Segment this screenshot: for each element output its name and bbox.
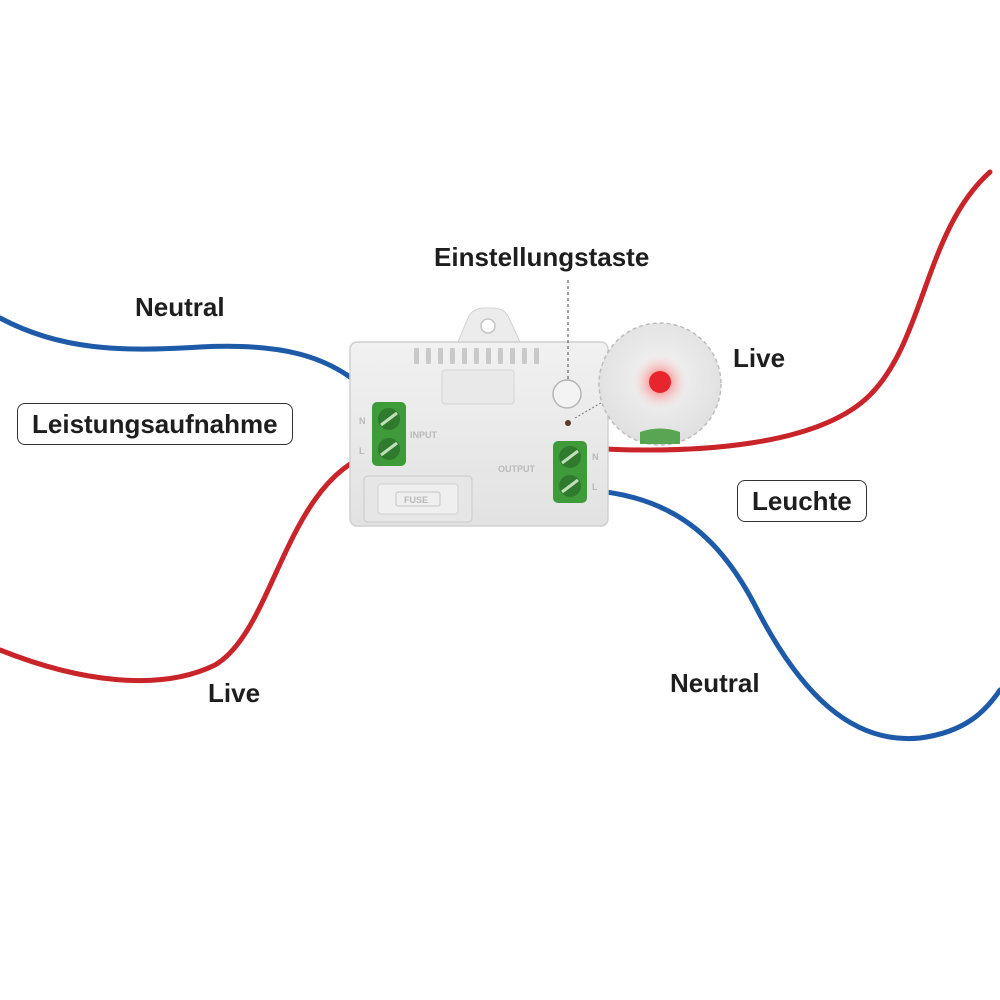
live-label-right: Live — [733, 343, 786, 373]
live-wire-left — [0, 449, 378, 684]
setting-button-label: Einstellungstaste — [434, 242, 650, 272]
live-wire-right — [582, 169, 993, 453]
output-l-mark: L — [592, 482, 598, 492]
led-indicator — [565, 420, 571, 426]
fuse-mark: FUSE — [404, 495, 428, 505]
neutral-wire-left — [0, 315, 371, 395]
neutral-wire-right — [582, 487, 1000, 742]
live-label-left: Live — [208, 678, 261, 708]
label-recess — [441, 369, 515, 405]
input-label: Leistungsaufnahme — [17, 403, 293, 445]
fuse-holder — [363, 475, 473, 523]
neutral-label-right: Neutral — [670, 668, 760, 698]
setting-button — [552, 379, 582, 409]
led-zoom-callout — [598, 322, 722, 446]
output-mark: OUTPUT — [498, 464, 536, 474]
lamp-label: Leuchte — [737, 480, 867, 522]
input-l-mark: L — [359, 446, 365, 456]
input-mark: INPUT — [410, 430, 438, 440]
mounting-hole — [480, 318, 496, 334]
output-terminal-block — [553, 441, 587, 503]
input-n-mark: N — [359, 416, 366, 426]
output-n-mark: N — [592, 452, 599, 462]
led-zoom-light — [649, 371, 671, 393]
switch-module: N L INPUT OUTPUT N L FUSE — [349, 307, 609, 527]
zoom-leader — [574, 399, 607, 419]
input-terminal-block — [372, 402, 406, 466]
vent-slots — [414, 348, 539, 364]
neutral-label-left: Neutral — [135, 292, 225, 322]
